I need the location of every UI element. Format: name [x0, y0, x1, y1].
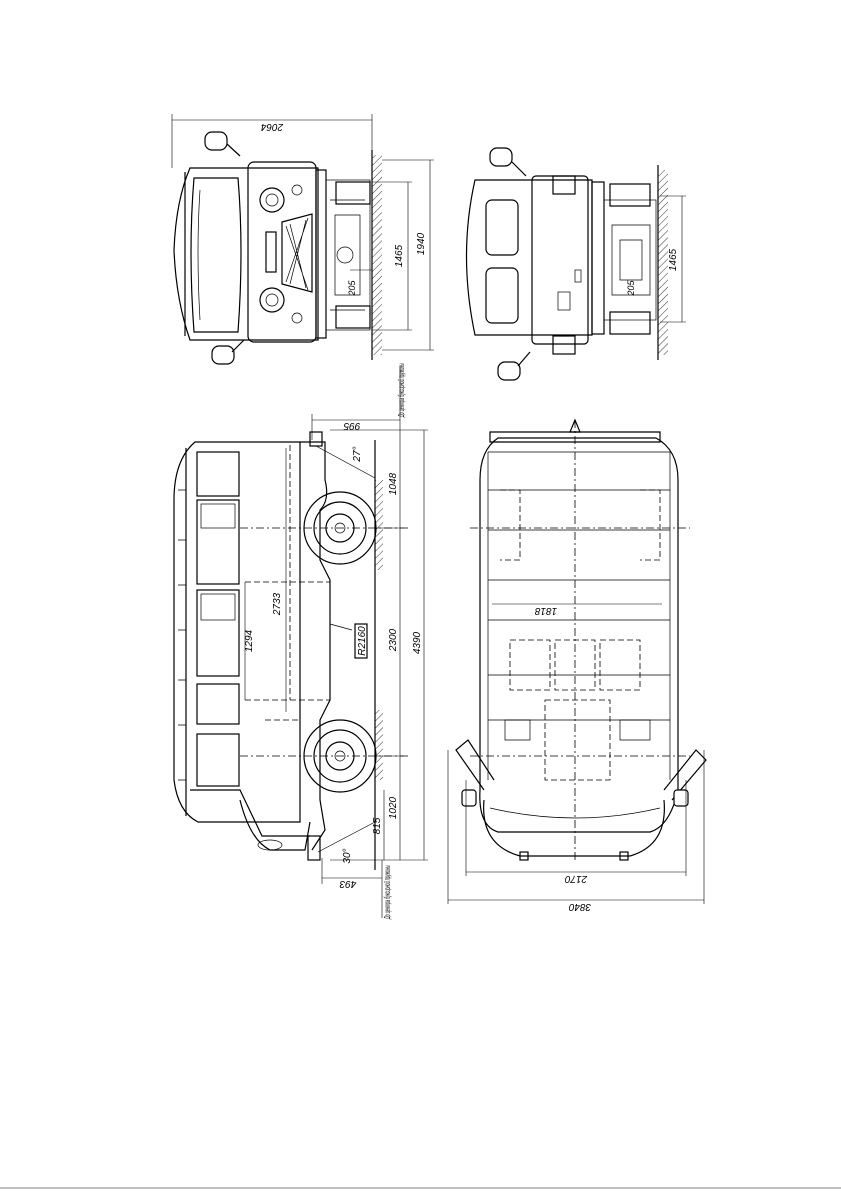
- rear-window-top: [486, 200, 518, 255]
- dim-front-width: 2064: [260, 121, 284, 132]
- dim-front-height: 1940: [416, 232, 427, 255]
- mirror-bottom: [212, 346, 234, 364]
- tail-light-top: [553, 176, 575, 194]
- rear-mirror-bottom: [498, 362, 520, 380]
- front-plate: [266, 232, 276, 272]
- side-view: 27° 30° R2160 2733 1294 995 493 1048 230…: [174, 363, 428, 920]
- side-window-4: [197, 684, 239, 724]
- rear-bumper: [592, 182, 604, 334]
- dim-interior-height: 2733: [272, 592, 283, 616]
- mirror-top: [205, 132, 227, 150]
- dim-front-offset: 995: [343, 420, 360, 431]
- ground-hatch: [372, 155, 382, 355]
- turn-radius: R2160: [357, 626, 368, 656]
- side-window-2: [197, 500, 239, 584]
- front-view: 2064 1465 1940 205: [172, 114, 434, 364]
- rear-wheel-top: [610, 184, 650, 206]
- rear-wheel-bottom: [610, 312, 650, 334]
- side-window-3: [197, 590, 239, 676]
- front-wheel-bottom: [336, 306, 370, 328]
- tail-light-bottom: [553, 336, 575, 354]
- headlight-bottom: [260, 288, 284, 312]
- dim-front-clearance: 205: [347, 280, 357, 297]
- front-cab-outline: [484, 800, 665, 856]
- side-window-1: [197, 452, 239, 496]
- dim-wheelbase: 2300: [388, 628, 399, 652]
- ground-hatch-rear-axle: [375, 710, 383, 780]
- dim-rear-overhang: 1020: [388, 796, 399, 819]
- top-mirror-left: [462, 790, 476, 806]
- cab-window: [197, 734, 239, 786]
- rear-view: 1465 205: [467, 148, 687, 380]
- dim-doors-open-width: 3840: [568, 901, 591, 912]
- rear-mirror-top: [490, 148, 512, 166]
- dim-interior-length: 1818: [534, 605, 557, 616]
- dim-rear-clearance: 205: [626, 280, 636, 297]
- dim-overall-length: 4390: [412, 631, 423, 654]
- dim-front-track: 1465: [394, 244, 405, 267]
- roof-outline: [480, 438, 678, 832]
- dim-door-width: 2170: [564, 873, 588, 884]
- rear-ground-hatch: [658, 170, 668, 355]
- dim-rear-offset: 493: [339, 878, 356, 889]
- windshield: [191, 178, 241, 332]
- note-front-spring: До центра буксирной пружины: [396, 363, 406, 418]
- dim-front-overhang: 1048: [388, 472, 399, 495]
- top-view: 1818 2170 3840: [448, 420, 706, 912]
- dim-rear-section: 815: [372, 817, 383, 834]
- rear-door: [532, 176, 588, 344]
- dim-interior-width: 1294: [244, 629, 255, 652]
- departure-angle: 30°: [342, 848, 353, 863]
- rear-window-bottom: [486, 268, 518, 323]
- dim-rear-track: 1465: [668, 248, 679, 271]
- note-rear-spring: До центра буксирной пружины: [382, 865, 392, 920]
- front-body-outline: [174, 168, 318, 340]
- side-body-outline: [174, 442, 300, 822]
- approach-angle: 27°: [352, 446, 363, 462]
- front-wheel-top: [336, 182, 370, 204]
- rear-body-outline: [467, 180, 593, 335]
- headlight-top: [260, 188, 284, 212]
